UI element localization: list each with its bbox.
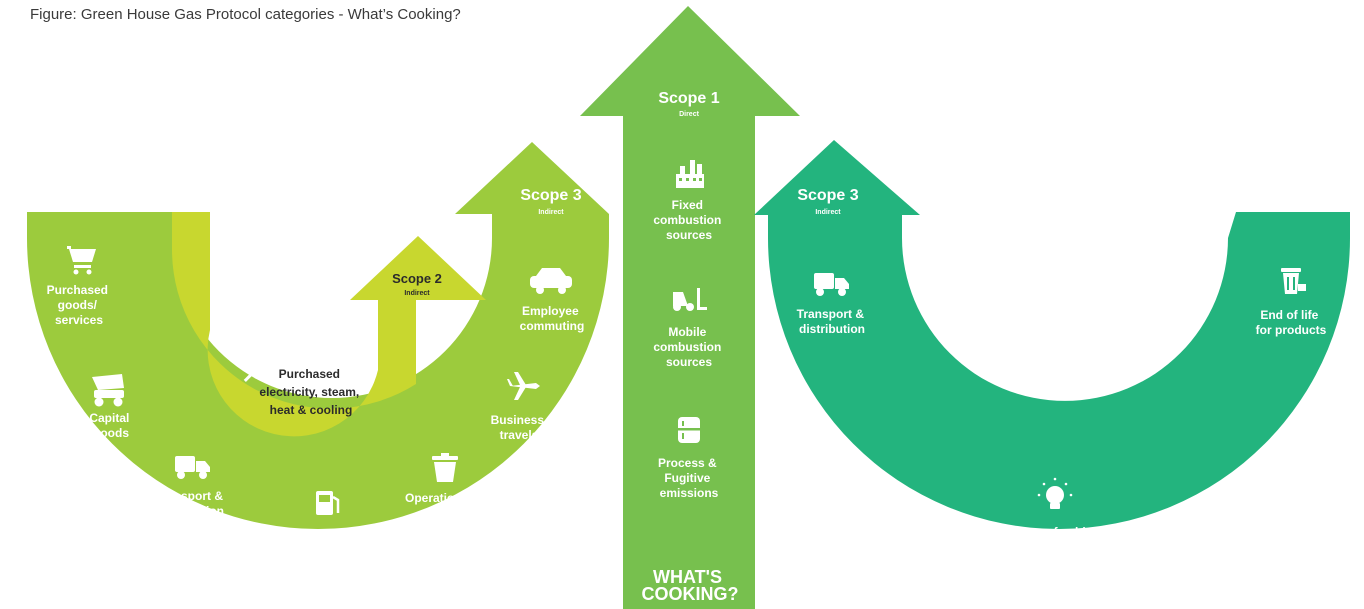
scope3-downstream-arrow xyxy=(754,140,1350,529)
scope3-item-label: Transport & distribution xyxy=(156,489,227,518)
scope2-arrow xyxy=(172,212,486,437)
fuel-pump-icon xyxy=(316,491,340,515)
scope3-item-label: Capital goods xyxy=(89,411,132,440)
whats-cooking-brand: WHAT'S COOKING? xyxy=(642,567,739,604)
cart-icon xyxy=(67,246,96,275)
scope3-item-business-travels: Business travels xyxy=(491,372,548,442)
scope3-upstream-header: Scope 3 Indirect xyxy=(520,187,581,216)
scope3-item-transport-upstream: Transport & distribution xyxy=(156,456,227,518)
scope3-item-capital-goods: Capital goods xyxy=(89,374,132,440)
scope3-upstream-title: Scope 3 xyxy=(520,187,581,204)
scope3-item-label: Fuel/energy related xyxy=(290,532,361,561)
scope2-item-label: Purchased electricity, steam, heat & coo… xyxy=(259,367,362,417)
scope3-downstream-header: Scope 3 Indirect xyxy=(797,187,858,216)
scope1-item-mobile-combustion: Mobile combustion sources xyxy=(653,288,724,369)
trash-icon xyxy=(432,453,458,482)
scope3-downstream-item-end-of-life: End of life for products xyxy=(1256,268,1327,337)
scope1-item-label: Mobile combustion sources xyxy=(653,325,724,369)
scope3-downstream-item-use-of-sold: Use of sold products xyxy=(1021,477,1089,554)
figure-caption: Figure: Green House Gas Protocol categor… xyxy=(30,6,461,23)
scope3-item-label: Operational waste xyxy=(405,491,475,520)
scope1-item-fixed-combustion: Fixed combustion sources xyxy=(653,160,724,242)
scope3-downstream-title: Scope 3 xyxy=(797,187,858,204)
scope3-item-fuel-energy: Fuel/energy related xyxy=(290,491,361,561)
factory-icon xyxy=(676,160,704,188)
lightbulb-icon xyxy=(1037,477,1073,509)
plane-icon xyxy=(507,372,540,400)
scope3-item-label: Purchased goods/ services xyxy=(47,283,112,327)
scope3-item-employee-commuting: Employee commuting xyxy=(520,268,585,333)
scope3-downstream-item-transport: Transport & distribution xyxy=(797,273,868,336)
truck-icon xyxy=(814,273,849,296)
fridge-icon xyxy=(678,417,700,443)
truck-icon xyxy=(175,456,210,479)
scope3-upstream-subtitle: Indirect xyxy=(538,209,564,216)
car-icon xyxy=(530,268,572,294)
scope1-item-label: Process & Fugitive emissions xyxy=(658,456,720,500)
scope3-downstream-item-label: Transport & distribution xyxy=(797,307,868,336)
scope2-item-purchased-electricity: Purchased electricity, steam, heat & coo… xyxy=(243,352,362,417)
bin-icon xyxy=(1281,268,1306,294)
scope2-subtitle: Indirect xyxy=(404,290,430,297)
scope1-header: Scope 1 Direct xyxy=(658,90,719,118)
scope1-title: Scope 1 xyxy=(658,90,719,107)
scope3-downstream-item-label: Use of sold products xyxy=(1021,525,1089,554)
scope2-title: Scope 2 xyxy=(392,271,442,286)
scope3-upstream-arrow xyxy=(27,142,609,529)
plug-icon xyxy=(243,352,274,382)
scope3-item-label: Business travels xyxy=(491,413,548,442)
scope3-downstream-subtitle: Indirect xyxy=(815,209,841,216)
scope1-item-process-fugitive: Process & Fugitive emissions xyxy=(658,417,720,500)
scope3-downstream-item-label: End of life for products xyxy=(1256,308,1327,337)
scope3-item-operational-waste: Operational waste xyxy=(405,453,475,520)
dump-truck-icon xyxy=(92,374,124,407)
forklift-icon xyxy=(673,288,707,311)
scope1-subtitle: Direct xyxy=(679,111,700,118)
scope1-item-label: Fixed combustion sources xyxy=(653,198,724,242)
scope3-item-purchased-goods: Purchased goods/ services xyxy=(47,246,112,327)
scope2-header: Scope 2 Indirect xyxy=(392,271,442,297)
scope3-item-label: Employee commuting xyxy=(520,304,585,333)
